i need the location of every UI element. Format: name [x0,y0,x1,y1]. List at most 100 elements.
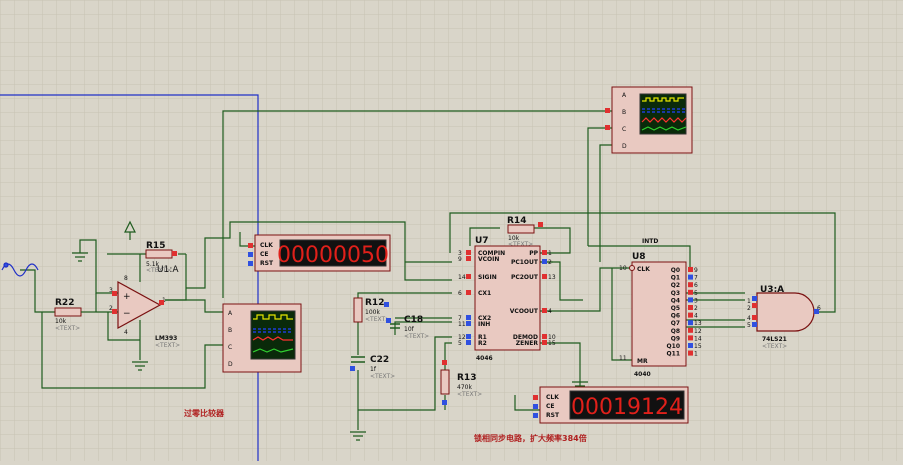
u8-mr-pin: 11 [619,355,627,362]
u7-pin-number: 14 [458,274,466,281]
u7-ref: U7 [475,236,489,246]
capacitor-c22[interactable]: C22 1f <TEXT> [350,355,395,380]
u3-in-4: 4 [747,315,751,322]
u8-output-marker [688,335,693,341]
r12-ref: R12 [365,298,384,308]
u3-text: <TEXT> [762,343,787,350]
scope-top-ch-a: A [622,92,627,99]
resistor-r13[interactable]: R13 470k <TEXT> [440,360,482,405]
counter-top[interactable]: CLK CE RST 00000050 [248,234,391,272]
u7-pin-label: VCOIN [478,256,499,263]
u8-output-label: Q4 [671,297,680,304]
power-terminal [124,220,136,240]
signal-source[interactable] [1,262,39,277]
u8-output-label: Q3 [671,290,680,297]
u7-pin-marker [542,250,547,255]
u7-pin-marker [466,274,471,279]
r14-text: <TEXT> [508,241,533,248]
resistor-r22[interactable]: R22 10k <TEXT> [54,298,96,332]
u7-pin-label: VCOOUT [510,308,539,315]
u7-pin-label: INH [478,321,490,328]
u7-pin-number: 3 [458,250,462,257]
op-amp-u1a[interactable]: + − 3 2 1 8 4 U1:A LM393 <TEXT> [109,265,180,349]
opamp-pin-4: 4 [124,329,128,336]
u3-in-1: 1 [747,298,751,305]
u7-pin-label: DEMOD [513,334,538,341]
u8-output-marker [688,350,693,356]
u7-pin-label: SIGIN [478,274,497,281]
u7-pin-marker [466,315,471,320]
u3-in-5: 5 [747,322,751,329]
counter-bottom-display: 00019124 [571,395,683,420]
u8-output-marker [688,320,693,326]
u7-pin-number: 5 [458,340,462,347]
u8-clk-label: CLK [637,266,650,273]
u7-pin-marker [466,321,471,326]
capacitor-c18[interactable]: C18 10f <TEXT> [386,315,429,340]
u7-pin-marker [466,290,471,295]
u7-pin-label: PC2OUT [511,274,539,281]
oscilloscope-bottom[interactable]: A B C D [222,303,302,373]
resistor-r12[interactable]: R12 100k <TEXT> [353,297,390,323]
oscilloscope-top[interactable]: A B C D [605,86,693,154]
u8-output-pin: 4 [694,313,698,320]
r22-value: 10k [55,318,67,325]
counter-top-rst: RST [260,260,274,267]
opamp-part: LM393 [155,335,177,342]
opamp-pin-3: 3 [109,287,113,294]
u8-ref: U8 [632,252,646,262]
u7-pin-number: 7 [458,315,462,322]
resistor-r15[interactable]: R15 5.1k <TEXT> [145,241,177,274]
u8-mr-label: MR [637,358,648,365]
u7-pin-number: 6 [458,290,462,297]
u7-pin-marker [542,334,547,339]
u7-pin-marker [542,308,547,313]
scope-bottom-ch-b: B [228,327,232,334]
c18-ref: C18 [404,315,423,325]
r15-value: 5.1k [146,261,160,268]
u7-pin-marker [466,340,471,345]
u7-pin-marker [466,334,471,339]
u8-output-pin: 13 [694,320,702,327]
c22-ref: C22 [370,355,389,365]
u8-output-marker [688,327,693,333]
u8-output-label: Q7 [671,320,680,327]
counter-top-display: 00000050 [277,243,389,268]
scope-top-ch-d: D [622,143,627,150]
resistor-r14[interactable]: R14 10k <TEXT> [507,216,543,248]
u7-pin-marker [542,259,547,264]
u8-output-label: Q8 [671,328,680,335]
u7-pin-number: 10 [548,334,556,341]
u7-pin-label: CX1 [478,290,491,297]
scope-bottom-ch-d: D [228,361,233,368]
u8-output-label: Q5 [671,305,680,312]
u7-pin-marker [466,256,471,261]
u7-pin-number: 2 [548,259,552,266]
counter-bottom[interactable]: CLK CE RST 00019124 [533,386,689,424]
u7-pin-number: 9 [458,256,462,263]
and-gate-u3a[interactable]: U3:A 74LS21 <TEXT> 1 2 4 5 6 [747,285,821,350]
svg-text:−: − [123,309,131,319]
caption-bottom: 锁相同步电路，扩大频率384倍 [474,433,587,443]
u8-output-pin: 6 [694,282,698,289]
caption-left: 过零比较器 [184,408,225,418]
u8-output-marker [688,282,693,288]
scope-bottom-ch-c: C [228,344,232,351]
counter-top-clk: CLK [260,242,273,249]
u7-pin-label: PC1OUT [511,259,539,266]
u7-pin-number: 15 [548,340,556,347]
counter-bottom-clk: CLK [546,394,559,401]
u7-pin-label: PP [529,250,538,257]
u8-output-pin: 9 [694,267,698,274]
u8-output-pin: 1 [694,351,698,358]
u7-pin-number: 11 [458,321,466,328]
u8-output-label: Q9 [671,335,680,342]
u8-output-label: Q1 [671,275,680,282]
r13-text: <TEXT> [457,391,482,398]
u8-output-pin: 12 [694,328,702,335]
